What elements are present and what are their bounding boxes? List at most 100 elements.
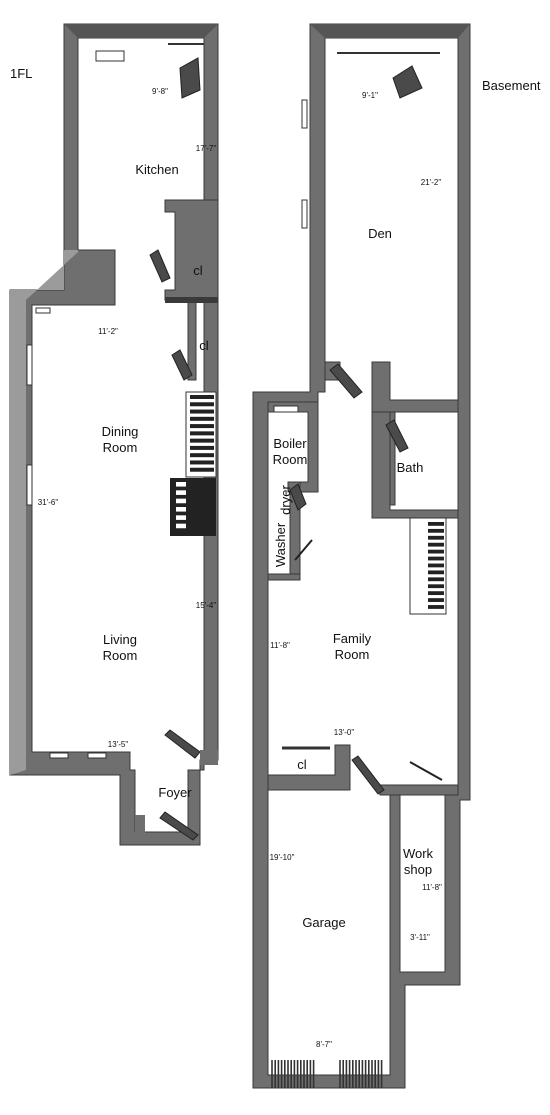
den-window-2	[301, 199, 308, 229]
stair-tread	[428, 522, 444, 526]
family-width-dim: 13'-0"	[334, 728, 355, 737]
garage-label: Garage	[302, 915, 345, 930]
first-floor-label: 1FL	[10, 66, 32, 81]
stair-tread	[190, 453, 214, 458]
workshop-label-line1: Work	[403, 846, 434, 861]
living-room-label-line1: Living	[103, 632, 137, 647]
stair-tread	[190, 460, 214, 465]
basement-stairs	[409, 517, 447, 615]
boiler-door	[289, 483, 307, 511]
den-length-dim: 21'-2"	[421, 178, 442, 187]
stair-tread	[428, 598, 444, 602]
dining-living-length-dim: 31'-6"	[38, 498, 59, 507]
boiler-room-label-line1: Boiler	[273, 436, 307, 451]
stair-tread	[176, 523, 186, 529]
stair-tread	[176, 490, 186, 495]
workshop-width-dim: 3'-11"	[410, 933, 430, 942]
kitchen-width-dim: 9'-8"	[152, 87, 168, 96]
garage-length-dim: 19'-10"	[270, 853, 295, 862]
basement-wall-shade	[310, 24, 470, 38]
washer-label: Washer	[273, 522, 288, 567]
bath-door	[385, 419, 409, 453]
garage-door	[271, 1060, 383, 1088]
stair-tread	[190, 445, 214, 450]
workshop-length-dim: 11'-8"	[422, 883, 442, 892]
stair-tread	[428, 563, 444, 568]
den-label: Den	[368, 226, 392, 241]
stair-tread	[190, 438, 214, 443]
washer-door-swing	[294, 539, 313, 561]
stair-tread	[190, 467, 214, 472]
den-door	[329, 363, 363, 399]
side-window-2	[26, 464, 33, 506]
den-back-door	[392, 65, 423, 99]
stair-tread	[190, 431, 214, 436]
kitchen-label: Kitchen	[135, 162, 178, 177]
dining-room-label-line2: Room	[103, 440, 138, 455]
foyer-front-door	[159, 811, 199, 841]
closet-3-label: cl	[297, 757, 307, 772]
stair-tread	[428, 535, 444, 540]
stair-tread	[190, 395, 214, 399]
closet-2-door	[171, 349, 193, 381]
living-front-door	[164, 729, 201, 759]
dryer-label: dryer	[278, 485, 293, 515]
stair-tread	[428, 549, 444, 554]
garage-width-dim: 8'-7"	[316, 1040, 332, 1049]
stair-tread	[176, 498, 186, 504]
garage-door-interior	[351, 755, 385, 795]
living-width-dim: 13'-5"	[108, 740, 129, 749]
dining-width-dim: 11'-2"	[98, 327, 118, 336]
stair-tread	[428, 577, 444, 582]
dining-room-label-line1: Dining	[102, 424, 139, 439]
kitchen-length-dim: 17'-7"	[196, 144, 217, 153]
boiler-room-label-line2: Room	[273, 452, 308, 467]
first-floor-wall-shade	[64, 24, 218, 38]
living-room-label-line2: Room	[103, 648, 138, 663]
family-length-dim: 11'-8"	[270, 641, 290, 650]
stair-tread	[428, 584, 444, 589]
den-width-dim: 9'-1"	[362, 91, 378, 100]
bath-label: Bath	[397, 460, 424, 475]
first-floor-wall-top	[10, 250, 78, 775]
workshop-label-line2: shop	[404, 862, 432, 877]
foyer-jamb-right	[200, 750, 218, 765]
stair-tread	[176, 507, 186, 512]
family-room-label-line1: Family	[333, 631, 372, 646]
stair-tread	[176, 482, 186, 487]
stair-tread	[428, 542, 444, 547]
den-family-partition	[324, 361, 459, 416]
first-floor-stairs	[170, 391, 217, 536]
stair-tread	[190, 416, 214, 421]
stair-tread	[428, 605, 444, 609]
washer-dryer-walls	[267, 481, 301, 581]
first-floor-plan: 1FL Kitchen cl cl Dining Room Living Roo…	[9, 23, 219, 846]
family-room-label-line2: Room	[335, 647, 370, 662]
closet-1-label: cl	[193, 263, 203, 278]
stair-tread	[190, 424, 214, 429]
dining-window	[35, 307, 51, 314]
side-window-1	[26, 344, 33, 386]
foyer-jamb-left	[135, 815, 145, 835]
stair-tread	[190, 409, 214, 414]
workshop-door-swing	[409, 761, 443, 781]
stair-tread	[428, 591, 444, 596]
front-window-1	[49, 752, 69, 759]
boiler-window	[273, 405, 299, 413]
closet-1-door	[149, 249, 171, 283]
stair-tread	[428, 556, 444, 561]
stair-tread	[176, 515, 186, 520]
basement-plan: Basement Den Boiler Room Bath Washer dry…	[252, 23, 541, 1089]
kitchen-window	[95, 50, 125, 62]
stair-tread	[428, 570, 444, 575]
front-window-2	[87, 752, 107, 759]
basement-label: Basement	[482, 78, 541, 93]
stair-tread	[190, 402, 214, 407]
kitchen-back-door	[179, 57, 201, 99]
stair-tread	[428, 528, 444, 533]
closet-2-label: cl	[199, 338, 209, 353]
closet-2-walls	[187, 299, 197, 381]
closet-1-walls	[164, 199, 219, 301]
living-length-dim: 15'-4"	[196, 601, 217, 610]
